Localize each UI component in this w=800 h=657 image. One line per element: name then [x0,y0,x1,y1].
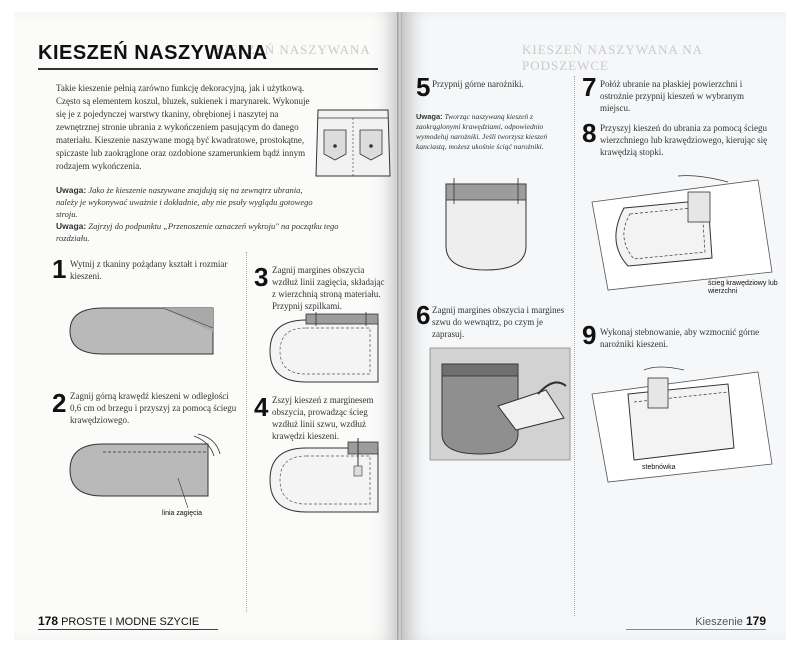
note-right: Uwaga: Tworząc naszywaną kieszeń z zaokr… [416,112,566,152]
topstitch-label: stebnówka [642,464,676,471]
step-4-text: Zszyj kieszeń z marginesem obszycia, pro… [272,395,374,441]
step-7-number: 7 [582,72,597,102]
edge-stitch-label: ścieg krawędziowy lub wierzchni [708,280,778,295]
right-footer: Kieszenie 179 [695,614,766,628]
right-footer-title: Kieszenie [695,616,743,628]
left-footer: 178 PROSTE I MODNE SZYCIE [38,614,199,628]
title-rule [38,68,378,70]
step-3-pocket-figure [269,312,379,383]
open-book: KIESZEŃ NASZYWANA KIESZEŃ NASZYWANA Taki… [14,12,786,640]
intro-paragraph: Takie kieszenie pełnią zarówno funkcję d… [56,83,310,171]
step-6-number: 6 [416,300,431,330]
step-3-number: 3 [254,262,269,292]
left-page: KIESZEŃ NASZYWANA KIESZEŃ NASZYWANA Taki… [14,12,398,640]
step-2-text: Zagnij górną krawędź kieszeni w odległoś… [70,391,237,425]
step-5-number: 5 [416,72,431,102]
column-divider [246,252,247,612]
step-1-number: 1 [52,254,67,284]
step-5-pocket-figure [445,178,527,271]
right-page: KIESZEŃ NASZYWANA NA PODSZEWCE 5 Przypni… [402,12,786,640]
left-footer-title: PROSTE I MODNE SZYCIE [61,616,200,628]
note-1: Uwaga: Jako że kieszenie naszywane znajd… [56,184,326,220]
page-title: KIESZEŃ NASZYWANA [38,42,268,64]
step-4-pocket-figure [269,438,379,513]
note-right-label: Uwaga: [416,112,443,121]
step-6-text: Zagnij margines obszycia i margines szwu… [432,305,565,339]
step-5-text: Przypnij górne narożniki. [432,79,524,89]
step-9-sewing-figure [591,366,773,483]
step-2-pocket-figure [69,433,221,509]
note-2-label: Uwaga: [56,221,87,231]
ghost-header: KIESZEŃ NASZYWANA NA PODSZEWCE [522,42,703,73]
step-1-text: Wytnij z tkaniny pożądany kształt i rozm… [70,259,228,281]
step-2-number: 2 [52,388,67,418]
step-1-pocket-figure [69,307,214,355]
right-page-number: 179 [745,614,766,628]
step-9-number: 9 [582,320,597,350]
note-right-text: Tworząc naszywaną kieszeń z zaokrąglonym… [416,112,548,151]
step-3-text: Zagnij margines obszycia wzdłuż linii za… [272,265,385,311]
step-8-sewing-figure [591,175,773,291]
note-1-label: Uwaga: [56,185,87,195]
step-9-text: Wykonaj stebnowanie, aby wzmocnić górne … [600,327,760,349]
left-footer-rule [38,629,218,630]
step-8-text: Przyszyj kieszeń do ubrania za pomocą śc… [600,123,768,157]
left-page-number: 178 [38,614,59,628]
right-footer-rule [626,629,766,630]
ghost-header: KIESZEŃ NASZYWANA [214,42,371,57]
fold-line-label: linia zagięcia [162,510,203,517]
column-divider [574,76,575,616]
step-4-number: 4 [254,392,269,422]
note-1-text: Jako że kieszenie naszywane znajdują się… [56,185,313,219]
step-7-text: Połóż ubranie na płaskiej powierzchni i … [600,79,744,113]
book-spine [397,12,403,640]
note-2: Uwaga: Zajrzyj do podpunktu „Przenoszeni… [56,220,356,244]
step-6-iron-figure [429,347,571,461]
note-2-text: Zajrzyj do podpunktu „Przenoszenie oznac… [56,221,339,243]
jeans-pocket-illustration [315,109,391,177]
step-8-number: 8 [582,118,597,148]
